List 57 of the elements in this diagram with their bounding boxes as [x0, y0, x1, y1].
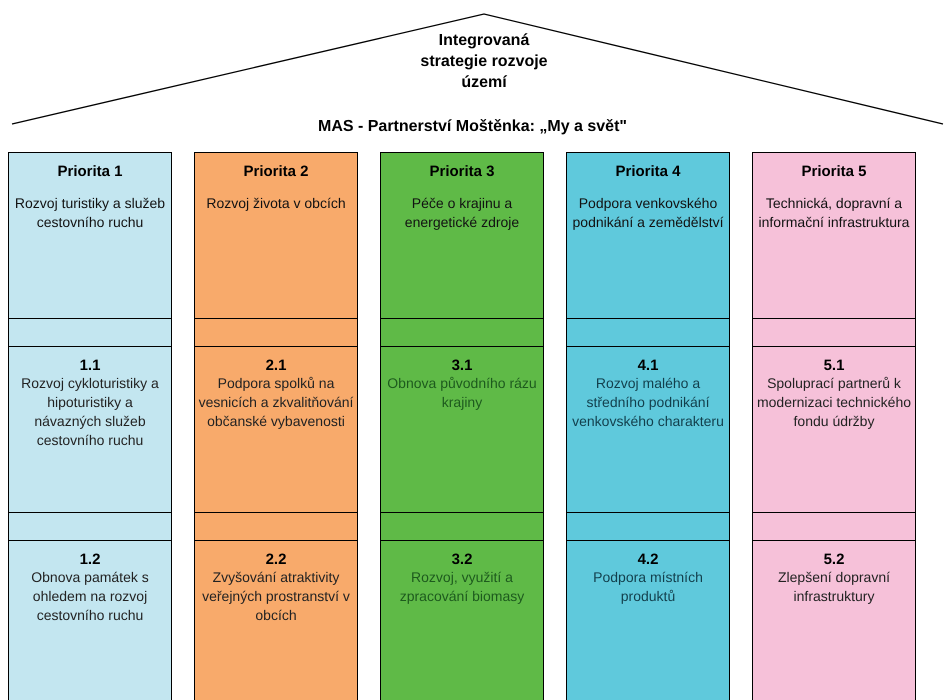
measure-number: 4.1 — [636, 357, 660, 374]
measure-number: 2.1 — [264, 357, 288, 374]
band — [380, 318, 544, 348]
measure-description: Podpora spolků na vesnicích a zkvalitňování občanské vybavenosti — [198, 374, 354, 431]
measure-description: Zvyšování atraktivity veřejných prostranství v obcích — [201, 568, 351, 625]
priority-box — [752, 152, 916, 320]
band — [752, 318, 916, 348]
priority-heading: Priorita 1 — [56, 163, 124, 180]
organization-name: MAS - Partnerství Moštěnka: „My a svět" — [316, 118, 628, 136]
priority-box — [194, 152, 358, 320]
measure-description: Podpora místních produktů — [592, 568, 704, 606]
measure-number: 2.2 — [264, 551, 288, 568]
measure-box — [8, 346, 172, 514]
measure-box — [566, 346, 730, 514]
band — [380, 512, 544, 542]
measure-description: Rozvoj cykloturistiky a hipoturistiky a návazných služeb cestovního ruchu — [20, 374, 160, 450]
band — [8, 318, 172, 348]
priority-description: Technická, dopravní a informační infrastruktura — [758, 194, 910, 232]
measure-box — [194, 540, 358, 700]
measure-number: 3.1 — [450, 357, 474, 374]
measure-description: Rozvoj malého a středního podnikání venkovského charakteru — [571, 374, 725, 431]
measure-box — [566, 540, 730, 700]
priority-heading: Priorita 2 — [242, 163, 310, 180]
measure-description: Zlepšení dopravní infrastruktury — [776, 568, 892, 606]
priority-description: Podpora venkovského podnikání a zemědělství — [572, 194, 724, 232]
band — [752, 512, 916, 542]
band — [8, 512, 172, 542]
band — [194, 512, 358, 542]
band — [566, 512, 730, 542]
measure-description: Obnova památek s ohledem na rozvoj cestovního ruchu — [30, 568, 150, 625]
measure-number: 1.2 — [78, 551, 102, 568]
priority-box — [8, 152, 172, 320]
priority-heading: Priorita 4 — [614, 163, 682, 180]
priority-heading: Priorita 3 — [428, 163, 496, 180]
priority-box — [566, 152, 730, 320]
measure-description: Obnova původního rázu krajiny — [386, 374, 538, 412]
measure-description: Spoluprací partnerů k modernizaci technického fondu údržby — [756, 374, 912, 431]
band — [194, 318, 358, 348]
measure-number: 3.2 — [450, 551, 474, 568]
priority-description: Rozvoj turistiky a služeb cestovního ruchu — [14, 194, 166, 232]
measure-description: Rozvoj, využití a zpracování biomasy — [398, 568, 526, 606]
measure-box — [380, 346, 544, 514]
measure-box — [194, 346, 358, 514]
measure-box — [380, 540, 544, 700]
roof-title: Integrovaná strategie rozvoje území — [419, 31, 549, 93]
measure-box — [752, 346, 916, 514]
measure-number: 1.1 — [78, 357, 102, 374]
priority-description: Péče o krajinu a energetické zdroje — [404, 194, 520, 232]
band — [566, 318, 730, 348]
measure-number: 5.2 — [822, 551, 846, 568]
measure-box — [752, 540, 916, 700]
measure-number: 5.1 — [822, 357, 846, 374]
measure-number: 4.2 — [636, 551, 660, 568]
priority-box — [380, 152, 544, 320]
measure-box — [8, 540, 172, 700]
priority-description: Rozvoj života v obcích — [205, 194, 347, 213]
priority-heading: Priorita 5 — [800, 163, 868, 180]
